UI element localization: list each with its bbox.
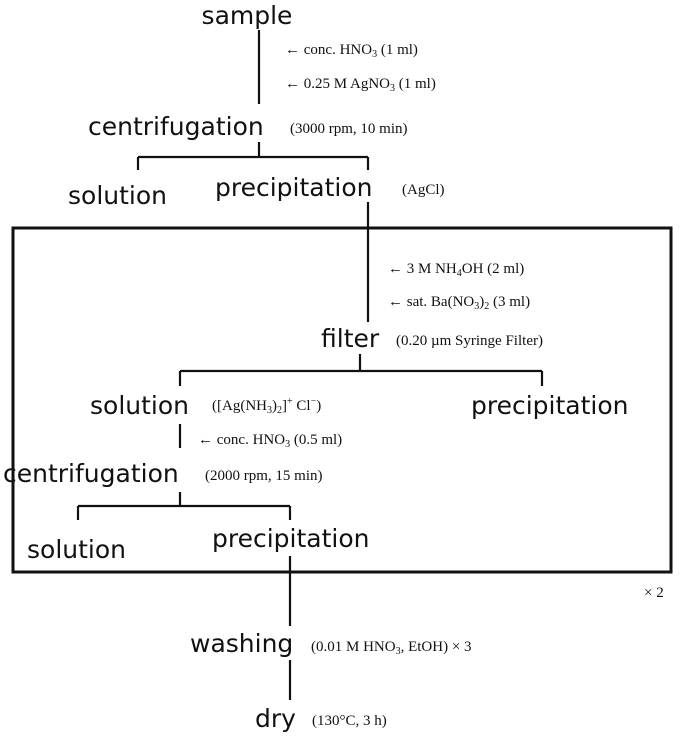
note-conc-hno3-1: ← conc. HNO3 (1 ml) (285, 42, 418, 60)
note-agno3: ← 0.25 M AgNO3 (1 ml) (285, 76, 436, 94)
step-centrifugation-2: centrifugation (3, 459, 179, 488)
note-repeat-count: × 2 (644, 585, 664, 601)
step-filter: filter (321, 324, 380, 353)
step-precipitation-1: precipitation (215, 173, 373, 202)
note-agcl: (AgCl) (402, 182, 445, 198)
step-solution-1: solution (68, 181, 167, 210)
step-centrifugation-1: centrifugation (88, 112, 264, 141)
step-precipitation-3: precipitation (212, 524, 370, 553)
step-sample: sample (202, 1, 293, 30)
step-solution-3: solution (27, 535, 126, 564)
note-dry-conditions: (130°C, 3 h) (312, 713, 387, 729)
step-washing: washing (190, 629, 293, 658)
note-washing-conditions: (0.01 M HNO3, EtOH) × 3 (311, 639, 472, 657)
step-solution-2: solution (90, 391, 189, 420)
note-silver-complex: ([Ag(NH3)2]+ Cl−) (212, 396, 321, 416)
note-centrifugation-1-conditions: (3000 rpm, 10 min) (290, 121, 408, 137)
step-precipitation-2: precipitation (471, 391, 629, 420)
note-centrifugation-2-conditions: (2000 rpm, 15 min) (205, 468, 323, 484)
note-conc-hno3-2: ← conc. HNO3 (0.5 ml) (198, 432, 342, 450)
repeat-box (11, 226, 673, 574)
step-dry: dry (255, 704, 296, 733)
note-ba-no3-2: ← sat. Ba(NO3)2 (3 ml) (388, 294, 530, 312)
note-filter-spec: (0.20 µm Syringe Filter) (396, 333, 543, 349)
note-nh4oh: ← 3 M NH4OH (2 ml) (388, 261, 524, 279)
